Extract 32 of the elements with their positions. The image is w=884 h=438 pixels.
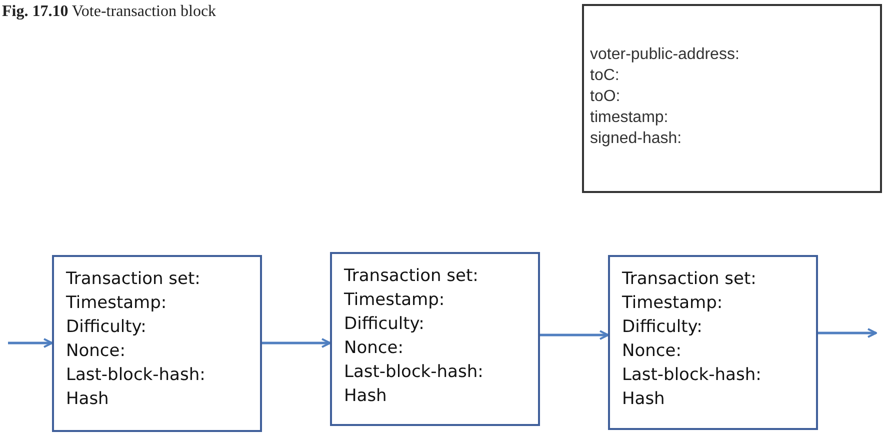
block-box	[330, 252, 540, 426]
arrow	[540, 330, 609, 340]
block-box	[608, 255, 818, 430]
field-label: Timestamp:	[66, 292, 168, 315]
record-box	[582, 4, 882, 193]
field-label: Timestamp:	[344, 289, 446, 312]
field-label: Hash	[622, 388, 666, 411]
field-label: Transaction set:	[344, 265, 480, 288]
field-label: Nonce:	[66, 340, 126, 363]
field-label: toO:	[590, 87, 622, 107]
field-label: Last-block-hash:	[344, 361, 484, 384]
field-label: Timestamp:	[622, 292, 724, 315]
field-label: Hash	[66, 388, 110, 411]
field-label: signed-hash:	[590, 129, 683, 149]
arrow	[818, 328, 877, 338]
field-label: Transaction set:	[66, 268, 202, 291]
field-label: Transaction set:	[622, 268, 758, 291]
field-label: Nonce:	[344, 337, 404, 360]
field-label: Last-block-hash:	[66, 364, 206, 387]
figure-caption: Fig. 17.10 Vote-transaction block	[2, 2, 218, 21]
field-label: Difficulty:	[344, 313, 426, 336]
field-label: timestamp:	[590, 108, 670, 128]
arrow	[8, 338, 53, 348]
field-label: toC:	[590, 66, 620, 86]
arrow	[262, 338, 331, 348]
field-label: Difficulty:	[66, 316, 148, 339]
field-label: Last-block-hash:	[622, 364, 762, 387]
field-label: voter-public-address:	[590, 45, 740, 65]
block-box	[52, 255, 262, 432]
field-label: Nonce:	[622, 340, 682, 363]
field-label: Difficulty:	[622, 316, 704, 339]
field-label: Hash	[344, 385, 388, 408]
